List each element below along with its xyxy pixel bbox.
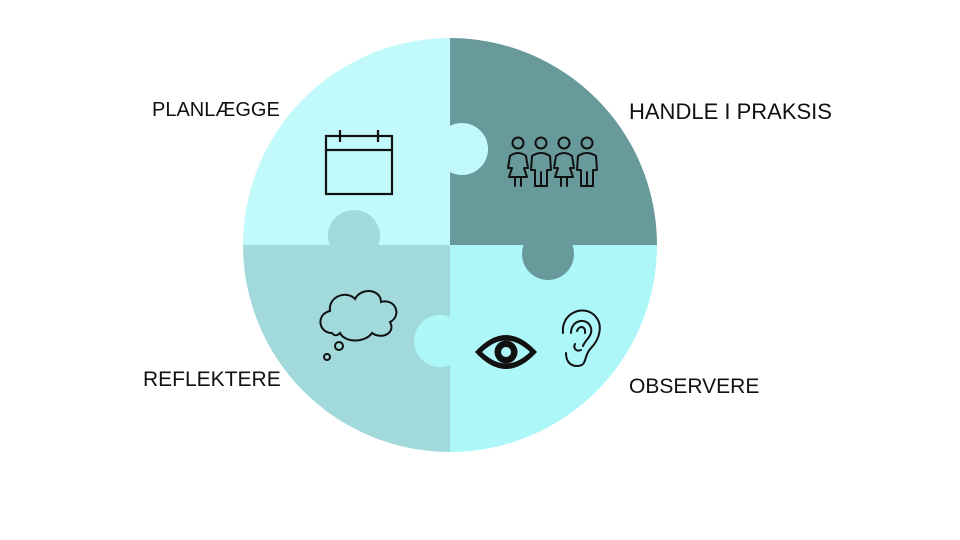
- puzzle-piece-observere: [450, 245, 657, 452]
- puzzle-tab-observe-into-reflect: [414, 315, 466, 367]
- ear-icon: [561, 309, 601, 368]
- group-of-people-icon: [507, 136, 598, 187]
- eye-icon: [475, 335, 537, 369]
- label-observere: OBSERVERE: [629, 375, 760, 398]
- puzzle-piece-handle: [450, 38, 657, 245]
- puzzle-piece-reflektere: [243, 245, 450, 452]
- puzzle-piece-planlaegge: [243, 38, 450, 245]
- label-handle-i-praksis: HANDLE I PRAKSIS: [629, 99, 832, 124]
- puzzle-tab-plan-into-handle: [436, 123, 488, 175]
- puzzle-tab-handle-into-observe: [522, 228, 574, 280]
- label-planlaegge: PLANLÆGGE: [152, 99, 280, 121]
- thought-cloud-icon: [319, 290, 398, 361]
- label-reflektere: REFLEKTERE: [143, 368, 281, 391]
- calendar-icon: [324, 130, 394, 196]
- puzzle-tab-reflect-into-plan: [328, 210, 380, 262]
